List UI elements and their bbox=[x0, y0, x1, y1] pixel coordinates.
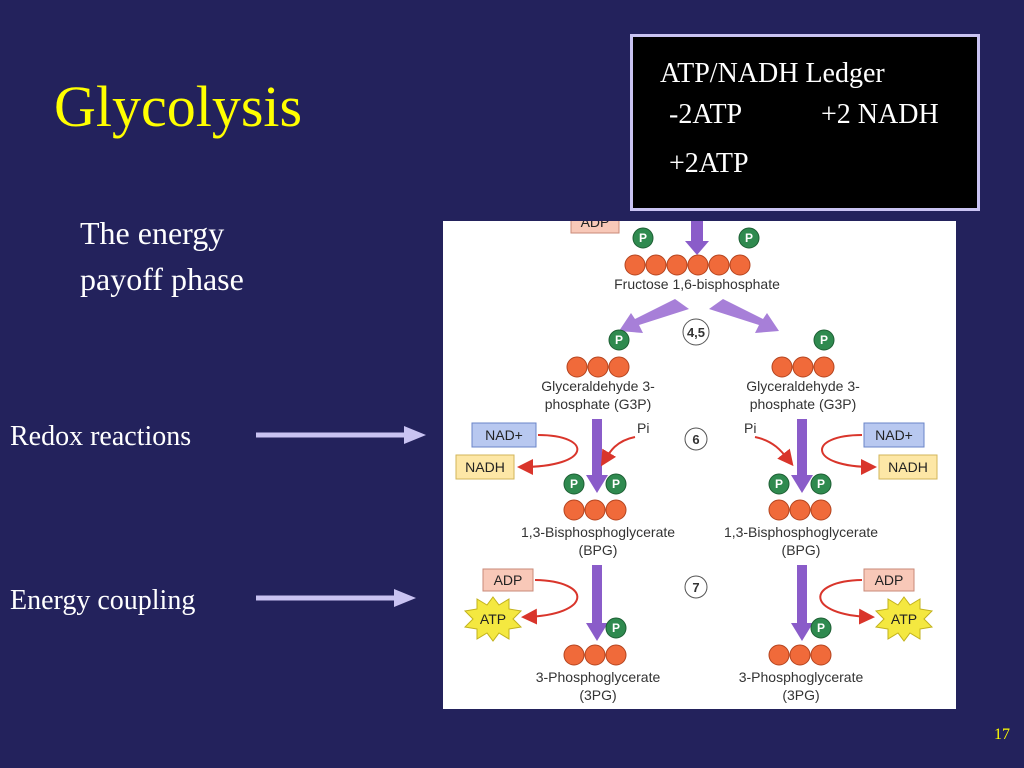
pi-label-right: Pi bbox=[744, 420, 756, 436]
ledger-atp-spent: -2ATP bbox=[669, 99, 743, 130]
g3p-molecule-right: P bbox=[771, 329, 835, 378]
phosphate-label: P bbox=[775, 477, 783, 491]
3pg-molecule-right: P bbox=[768, 617, 832, 666]
adp-label-right: ADP bbox=[875, 572, 904, 588]
step-4-5-label: 4,5 bbox=[687, 325, 705, 340]
purple-arrow-top bbox=[685, 241, 709, 255]
fructose-molecule: P P bbox=[624, 227, 760, 276]
g3p-left-line1: Glyceraldehyde 3- bbox=[541, 378, 655, 394]
subtitle-line-2: payoff phase bbox=[80, 261, 244, 297]
subtitle-line-1: The energy bbox=[80, 215, 225, 251]
adp-box-right bbox=[863, 568, 915, 592]
redox-curve-left bbox=[517, 434, 579, 475]
bpg-molecule-left: P P bbox=[563, 473, 627, 521]
slide-title: Glycolysis bbox=[54, 74, 303, 139]
purple-arrow-7-left bbox=[586, 623, 608, 641]
pi-arrow-right bbox=[754, 436, 794, 467]
phosphate-label: P bbox=[570, 477, 578, 491]
nadh-label-left: NADH bbox=[465, 459, 505, 475]
purple-arrow-7-right bbox=[791, 623, 813, 641]
phosphate-label: P bbox=[817, 477, 825, 491]
phosphate-label: P bbox=[612, 477, 620, 491]
slide-subtitle: The energy payoff phase bbox=[80, 210, 340, 302]
purple-arrow-6-left bbox=[586, 475, 608, 493]
atp-nadh-ledger: ATP/NADH Ledger -2ATP +2 NADH +2ATP bbox=[630, 34, 980, 211]
adp-box-left bbox=[482, 568, 534, 592]
g3p-left-line2: phosphate (G3P) bbox=[545, 396, 652, 412]
glycolysis-payoff-diagram: ADP P P Fructose 1,6-bisphosphate 4,5 P … bbox=[443, 221, 956, 709]
pi-arrow-left bbox=[600, 436, 636, 467]
phosphate-label: P bbox=[612, 621, 620, 635]
ledger-heading: ATP/NADH Ledger bbox=[660, 58, 885, 89]
energy-coupling-label: Energy coupling bbox=[10, 585, 196, 616]
bpg-left-line2: (BPG) bbox=[579, 542, 618, 558]
energy-coupling-arrow bbox=[256, 589, 416, 607]
redox-curve-right bbox=[821, 434, 877, 475]
redox-arrow bbox=[256, 426, 426, 444]
3pg-left-line2: (3PG) bbox=[579, 687, 616, 703]
nadh-label-right: NADH bbox=[888, 459, 928, 475]
g3p-molecule-left: P bbox=[566, 329, 630, 378]
top-adp-box bbox=[570, 221, 620, 234]
g3p-right-line2: phosphate (G3P) bbox=[750, 396, 857, 412]
nad-label-right: NAD+ bbox=[875, 427, 913, 443]
nad-box-right bbox=[863, 422, 925, 448]
3pg-molecule-left: P bbox=[563, 617, 627, 666]
atp-label-left: ATP bbox=[480, 611, 506, 627]
fructose-label: Fructose 1,6-bisphosphate bbox=[614, 276, 780, 292]
ledger-atp-gained: +2ATP bbox=[669, 148, 749, 179]
bpg-left-line1: 1,3-Bisphosphoglycerate bbox=[521, 524, 675, 540]
nadh-box-right bbox=[878, 454, 938, 480]
step-7-badge bbox=[684, 575, 708, 599]
3pg-right-line1: 3-Phosphoglycerate bbox=[739, 669, 864, 685]
bpg-molecule-right: P P bbox=[768, 473, 832, 521]
split-arrow-left bbox=[619, 299, 689, 333]
phosphate-label: P bbox=[820, 333, 828, 347]
pi-label-left: Pi bbox=[637, 420, 649, 436]
phosphate-label: P bbox=[817, 621, 825, 635]
coupling-curve-left bbox=[521, 579, 579, 625]
step-6-label: 6 bbox=[692, 432, 699, 447]
ledger-nadh-gained: +2 NADH bbox=[821, 99, 939, 130]
atp-star-left bbox=[463, 596, 523, 642]
bpg-right-line1: 1,3-Bisphosphoglycerate bbox=[724, 524, 878, 540]
nad-label-left: NAD+ bbox=[485, 427, 523, 443]
g3p-right-line1: Glyceraldehyde 3- bbox=[746, 378, 860, 394]
atp-label-right: ATP bbox=[891, 611, 917, 627]
atp-star-right bbox=[874, 596, 934, 642]
purple-arrow-6-right bbox=[791, 475, 813, 493]
nadh-box-left bbox=[455, 454, 515, 480]
nad-box-left bbox=[471, 422, 537, 448]
3pg-left-line1: 3-Phosphoglycerate bbox=[536, 669, 661, 685]
step-6-badge bbox=[684, 427, 708, 451]
phosphate-label: P bbox=[745, 231, 753, 245]
phosphate-label: P bbox=[615, 333, 623, 347]
coupling-curve-right bbox=[819, 579, 875, 625]
step-4-5-badge bbox=[682, 318, 710, 346]
slide-number: 17 bbox=[994, 726, 1010, 743]
phosphate-label: P bbox=[639, 231, 647, 245]
step-7-label: 7 bbox=[692, 580, 699, 595]
bpg-right-line2: (BPG) bbox=[782, 542, 821, 558]
top-adp-label: ADP bbox=[581, 221, 610, 230]
redox-reactions-label: Redox reactions bbox=[10, 421, 192, 452]
3pg-right-line2: (3PG) bbox=[782, 687, 819, 703]
adp-label-left: ADP bbox=[494, 572, 523, 588]
split-arrow-right bbox=[709, 299, 779, 333]
